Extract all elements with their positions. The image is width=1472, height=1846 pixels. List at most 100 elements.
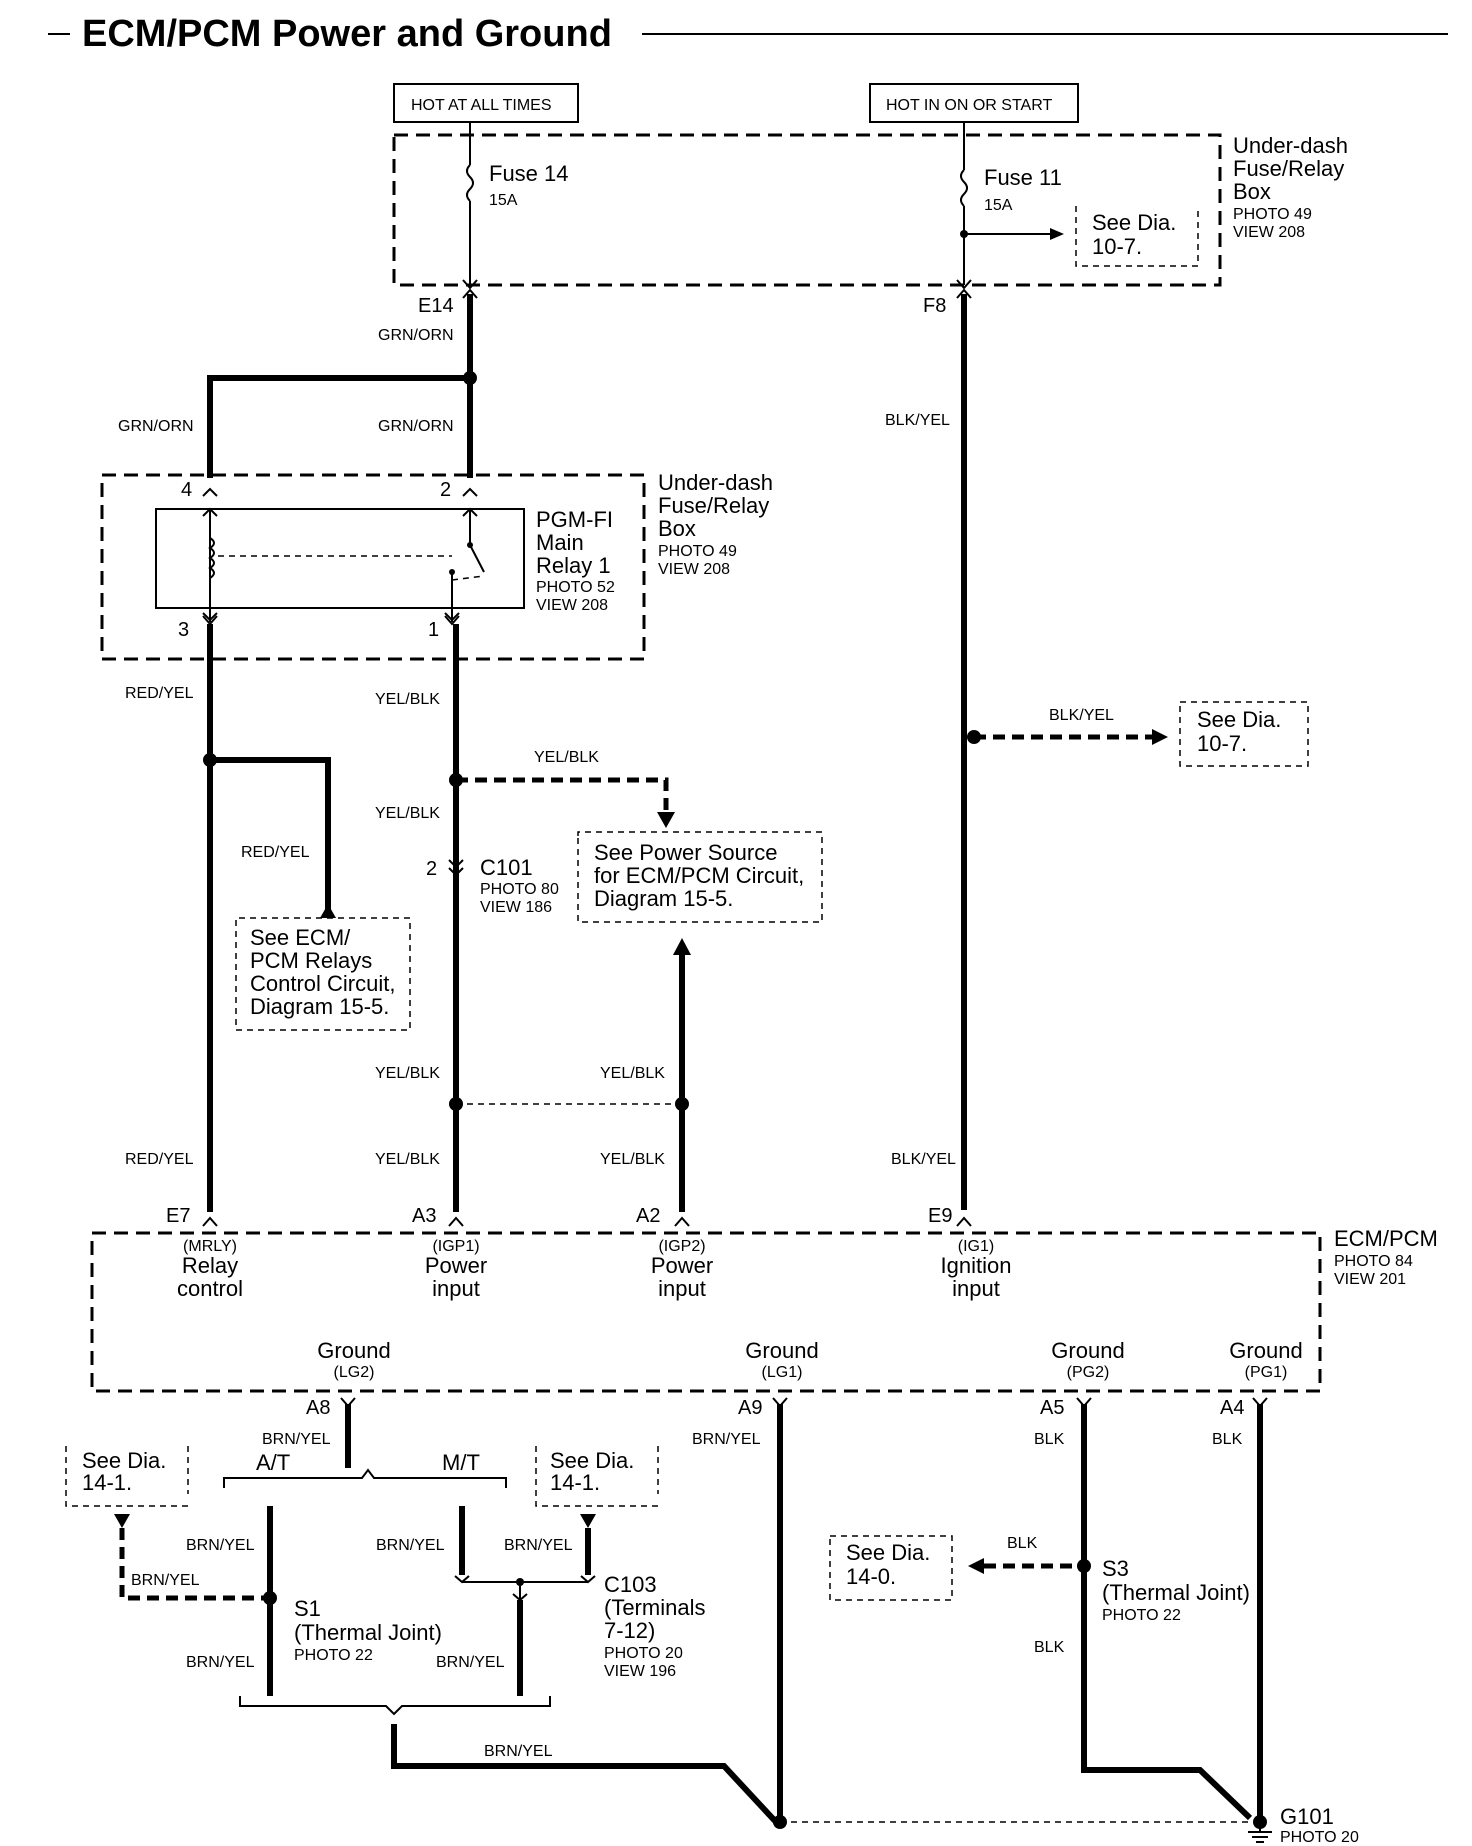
fusebox-top-l4: PHOTO 49 — [1233, 206, 1312, 223]
pin-a5: A5 — [1040, 1397, 1064, 1419]
fusebox-top-l1: Under-dash — [1233, 133, 1348, 158]
f8-pin-male — [956, 288, 972, 299]
igp2-up-arrow — [673, 938, 691, 955]
hot-at-all-times-box — [393, 83, 579, 123]
e14-pin-female — [462, 279, 478, 290]
see-14-1-right-l1: See Dia. — [550, 1448, 634, 1473]
s1-desc: (Thermal Joint) — [294, 1620, 442, 1645]
fusebox-mid-l5: VIEW 208 — [658, 561, 730, 578]
see-14-0-l1: See Dia. — [846, 1540, 930, 1565]
hot-at-all-times-label: HOT AT ALL TIMES — [411, 97, 552, 114]
ecm-relay: Relay — [182, 1253, 238, 1278]
ecm-igp1: (IGP1) — [432, 1238, 479, 1255]
wire-yel-blk-5: YEL/BLK — [600, 1065, 665, 1082]
relay-switch-pivot — [467, 542, 473, 548]
wire-blk-2: BLK — [1007, 1535, 1038, 1552]
relay-contact-gap — [451, 575, 485, 581]
ecm-l1: ECM/PCM — [1334, 1226, 1438, 1251]
c103-l2: (Terminals — [604, 1595, 705, 1620]
fuse14-symbol — [466, 164, 474, 202]
underdash-fusebox-relay — [100, 473, 646, 661]
s1-bottom-brace — [239, 1696, 551, 1716]
blk-yel-branch-arrow — [1152, 729, 1168, 745]
wire-grn-orn-1: GRN/ORN — [378, 327, 454, 344]
ecm-ground-pg1: Ground — [1229, 1338, 1302, 1363]
see-14-1-right-l2: 14-1. — [550, 1470, 600, 1495]
pin-a2: A2 — [636, 1205, 660, 1227]
see-14-1-left-l2: 14-1. — [82, 1470, 132, 1495]
wire-brn-yel-8: BRN/YEL — [484, 1743, 553, 1760]
ecm-lg1: (LG1) — [762, 1364, 803, 1381]
see-10-7-box-top — [1075, 206, 1199, 267]
see-relays-l4: Diagram 15-5. — [250, 994, 389, 1019]
see-power-l2: for ECM/PCM Circuit, — [594, 863, 804, 888]
see-10-7-mid-l1: See Dia. — [1197, 707, 1281, 732]
fusebox-top-l2: Fuse/Relay — [1233, 156, 1344, 181]
ecm-l2: PHOTO 84 — [1334, 1253, 1413, 1270]
wire-blk-3: BLK — [1034, 1639, 1065, 1656]
fusebox-top-l5: VIEW 208 — [1233, 224, 1305, 241]
hot-in-on-label: HOT IN ON OR START — [886, 97, 1052, 114]
s1-photo: PHOTO 22 — [294, 1647, 373, 1664]
wire-grn-orn-3: GRN/ORN — [378, 418, 454, 435]
e9-connector — [956, 1216, 972, 1227]
relay-l1: PGM-FI — [536, 507, 613, 532]
wire-blk-1: BLK — [1034, 1431, 1065, 1448]
wire-brn-yel-1: BRN/YEL — [262, 1431, 331, 1448]
e14-pin-male — [462, 288, 478, 299]
fusebox-mid-l2: Fuse/Relay — [658, 493, 769, 518]
wire-grn-orn-2: GRN/ORN — [118, 418, 194, 435]
relay-pin1-connector — [444, 615, 460, 626]
underdash-fusebox-top — [392, 133, 1222, 287]
ecm-ig1: (IG1) — [958, 1238, 994, 1255]
see-14-1-left-wire — [119, 1528, 270, 1601]
ecm-lg2: (LG2) — [334, 1364, 375, 1381]
pin-a3: A3 — [412, 1205, 436, 1227]
wire-blk-yel-2: BLK/YEL — [1049, 707, 1114, 724]
pin-relay-1: 1 — [428, 619, 439, 641]
see-14-0-l2: 14-0. — [846, 1564, 896, 1589]
c101-male — [448, 867, 464, 877]
pin-relay-3: 3 — [178, 619, 189, 641]
fuse14-rating: 15A — [489, 192, 518, 209]
see-14-1-left-l1: See Dia. — [82, 1448, 166, 1473]
ecm-power-2: Power — [651, 1253, 713, 1278]
see-10-7-top-l1: See Dia. — [1092, 210, 1176, 235]
wire-red-yel-2: RED/YEL — [241, 844, 310, 861]
pin-relay-4: 4 — [181, 479, 192, 501]
wire-yel-blk-6: YEL/BLK — [375, 1151, 440, 1168]
relay-switch-arm — [469, 544, 485, 573]
c101-photo: PHOTO 80 — [480, 881, 559, 898]
ecm-ground-lg1: Ground — [745, 1338, 818, 1363]
see-power-l1: See Power Source — [594, 840, 777, 865]
fuse14-name: Fuse 14 — [489, 161, 569, 186]
see-14-1-right-box — [535, 1446, 659, 1507]
s3-desc: (Thermal Joint) — [1102, 1580, 1250, 1605]
fusebox-top-l3: Box — [1233, 179, 1271, 204]
pin-a9: A9 — [738, 1397, 762, 1419]
wire-red-yel-3: RED/YEL — [125, 1151, 194, 1168]
see-14-1-right-arrow — [580, 1514, 596, 1528]
hot-in-on-box — [869, 83, 1079, 123]
fuse11-symbol — [960, 169, 968, 207]
ecm-ground-pg2: Ground — [1051, 1338, 1124, 1363]
a2-connector — [674, 1216, 690, 1227]
wire-yel-blk-3: YEL/BLK — [375, 805, 440, 822]
pin-c101-2: 2 — [426, 858, 437, 880]
relay-l4: PHOTO 52 — [536, 579, 615, 596]
see-10-7-mid-l2: 10-7. — [1197, 731, 1247, 756]
ecm-igp2: (IGP2) — [658, 1238, 705, 1255]
ecm-pg2: (PG2) — [1067, 1364, 1110, 1381]
ecm-l3: VIEW 201 — [1334, 1271, 1406, 1288]
c103-l3: 7-12) — [604, 1618, 655, 1643]
relay-pin4-top — [202, 487, 218, 497]
red-yel-branch-arrow — [320, 904, 336, 918]
pgm-fi-main-relay — [155, 508, 525, 609]
c101-female — [448, 859, 464, 869]
ecm-mrly: (MRLY) — [183, 1238, 237, 1255]
c101-name: C101 — [480, 855, 533, 880]
red-yel-branch-wire — [210, 757, 331, 918]
fusebox-mid-l1: Under-dash — [658, 470, 773, 495]
see-power-l3: Diagram 15-5. — [594, 886, 733, 911]
